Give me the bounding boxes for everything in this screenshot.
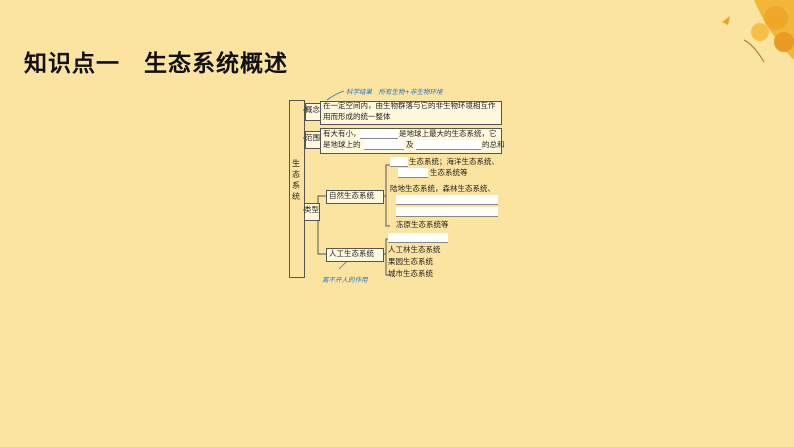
types-label: 类型	[304, 205, 319, 214]
natural-ecosystem-label: 自然生态系统	[329, 191, 374, 200]
artificial-item-1: 人工林生态系统	[388, 245, 441, 254]
scope-line-2b: 及	[406, 140, 414, 149]
types-label-box	[304, 203, 320, 221]
scope-blank-1[interactable]	[360, 129, 398, 139]
scope-blank-3[interactable]	[416, 140, 481, 150]
root-label: 生态系统	[292, 159, 300, 201]
scope-blank-2[interactable]	[364, 140, 404, 150]
concept-content-box	[320, 101, 502, 125]
annotation-top: 科学结果 所有生物+非生物环境	[346, 88, 443, 96]
artificial-blank-1[interactable]	[388, 233, 448, 243]
natural-blank-4[interactable]	[396, 207, 498, 217]
natural-item-3: 陆地生态系统，森林生态系统、	[390, 184, 495, 193]
artificial-ecosystem-box	[326, 248, 384, 262]
natural-item-2: 生态系统等	[430, 168, 468, 177]
scope-label: 范围	[305, 133, 320, 142]
page-title: 知识点一 生态系统概述	[24, 51, 288, 77]
root-frame	[289, 100, 305, 278]
scope-line-2a: 是地球上的	[323, 140, 361, 149]
natural-blank-1[interactable]	[390, 157, 408, 167]
concept-line-1: 在一定空间内，由生物群落与它的非生物环境相互作	[323, 101, 496, 110]
natural-blank-3[interactable]	[396, 195, 498, 205]
natural-ecosystem-box	[326, 190, 384, 204]
scope-line-2c: 的总和	[482, 140, 505, 149]
artificial-item-3: 城市生态系统	[388, 269, 433, 278]
artificial-item-2: 果园生态系统	[388, 257, 433, 266]
autumn-leaves-decoration	[722, 0, 794, 63]
natural-blank-2[interactable]	[398, 168, 428, 178]
scope-line-1a: 有大有小，	[323, 129, 361, 138]
concept-label: 概念	[305, 105, 320, 114]
annotation-bottom: 离不开人的作用	[322, 276, 368, 284]
natural-item-4: 冻原生态系统等	[396, 220, 449, 229]
artificial-ecosystem-label: 人工生态系统	[329, 249, 374, 258]
concept-line-2: 用而形成的统一整体	[323, 112, 391, 121]
scope-line-1b: 是地球上最大的生态系统，它	[399, 129, 497, 138]
natural-item-1: 生态系统；海洋生态系统、	[409, 157, 499, 166]
